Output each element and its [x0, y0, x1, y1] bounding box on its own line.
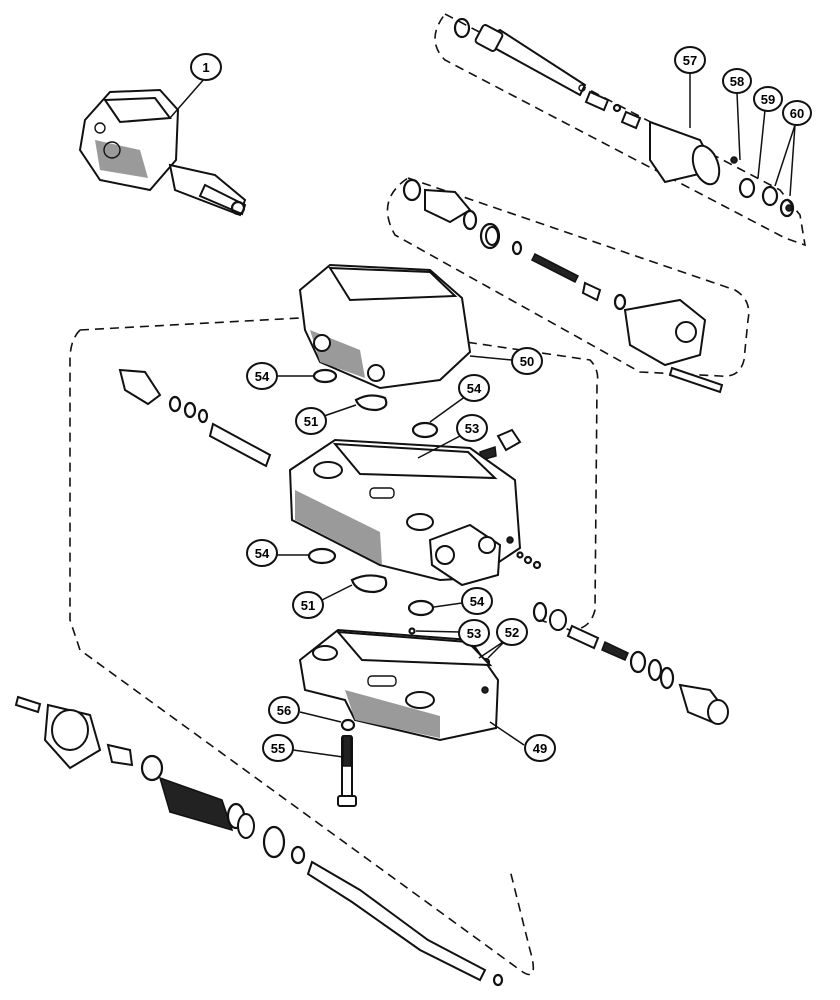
leader-54b — [429, 395, 467, 423]
svg-text:60: 60 — [790, 106, 804, 121]
o-ring-54-top — [312, 368, 338, 384]
svg-text:52: 52 — [505, 625, 519, 640]
svg-text:58: 58 — [730, 74, 744, 89]
callout-54-b: 54 — [458, 374, 490, 402]
leader-59 — [757, 109, 766, 179]
coil-spring-icon — [158, 776, 234, 832]
small-seal-53-bottom — [408, 627, 416, 635]
callout-58: 58 — [722, 68, 752, 94]
svg-text:54: 54 — [467, 381, 482, 396]
callout-59: 59 — [753, 86, 783, 112]
callout-51-b: 51 — [292, 591, 324, 619]
leader-50 — [469, 355, 513, 361]
end-cap-icon — [623, 298, 707, 367]
sleeve-icon — [424, 188, 472, 224]
plate-49 — [298, 628, 500, 742]
leader-53a — [417, 435, 461, 459]
leader-54d — [433, 602, 463, 608]
svg-text:57: 57 — [683, 53, 697, 68]
leader-1 — [169, 77, 206, 119]
callout-53-b: 53 — [458, 619, 490, 647]
svg-text:50: 50 — [520, 354, 534, 369]
svg-text:1: 1 — [202, 60, 209, 75]
svg-text:53: 53 — [467, 626, 481, 641]
spring-icon — [530, 252, 580, 284]
o-ring-icon — [453, 17, 471, 39]
callout-49: 49 — [524, 734, 556, 762]
leader-51a — [323, 404, 357, 417]
svg-text:54: 54 — [255, 369, 270, 384]
leader-52a — [478, 639, 507, 659]
left-fitting-group — [118, 368, 272, 468]
leader-51b — [321, 584, 353, 601]
svg-text:51: 51 — [301, 598, 315, 613]
o-ring-54-lower — [307, 547, 337, 565]
leader-60b — [789, 124, 796, 197]
leader-60a — [774, 124, 796, 187]
leader-53b — [415, 630, 461, 633]
svg-text:54: 54 — [470, 594, 485, 609]
callout-50: 50 — [511, 347, 543, 375]
long-shaft-icon — [306, 860, 487, 982]
leader-55 — [292, 749, 344, 758]
valve-body — [288, 438, 542, 587]
svg-text:49: 49 — [533, 741, 547, 756]
svg-text:51: 51 — [304, 414, 318, 429]
upper-shaft-group — [453, 17, 795, 218]
middle-valve-group — [402, 178, 724, 394]
callout-55: 55 — [262, 734, 294, 762]
pin-icon — [208, 422, 272, 468]
callout-51-a: 51 — [295, 407, 327, 435]
svg-text:55: 55 — [271, 741, 285, 756]
callout-53-a: 53 — [456, 414, 488, 442]
valve-assembly-overview — [78, 88, 247, 217]
leader-58 — [736, 92, 741, 161]
callout-60: 60 — [782, 100, 812, 126]
gasket-51-top — [354, 394, 388, 412]
leader-56 — [299, 711, 342, 723]
middle-valve-group-outline — [386, 177, 750, 377]
o-ring-54-bottom — [407, 599, 435, 617]
upper-shaft-group-outline — [434, 12, 807, 247]
main-block-group-outline — [69, 317, 599, 976]
svg-text:59: 59 — [761, 92, 775, 107]
bottom-shaft-group — [14, 695, 504, 987]
callout-54-c: 54 — [246, 539, 278, 567]
callout-52: 52 — [496, 618, 528, 646]
gasket-51-lower — [350, 574, 388, 594]
callout-57: 57 — [674, 46, 706, 74]
cover-50 — [298, 263, 472, 390]
callout-54-d: 54 — [461, 587, 493, 615]
callout-54-a: 54 — [246, 362, 278, 390]
svg-text:53: 53 — [465, 421, 479, 436]
bolt-icon — [668, 366, 724, 394]
svg-text:56: 56 — [277, 703, 291, 718]
callout-56: 56 — [268, 696, 300, 724]
svg-text:54: 54 — [255, 546, 270, 561]
callout-1: 1 — [190, 53, 222, 81]
leader-49 — [489, 721, 525, 746]
o-ring-54-mid — [411, 421, 439, 439]
